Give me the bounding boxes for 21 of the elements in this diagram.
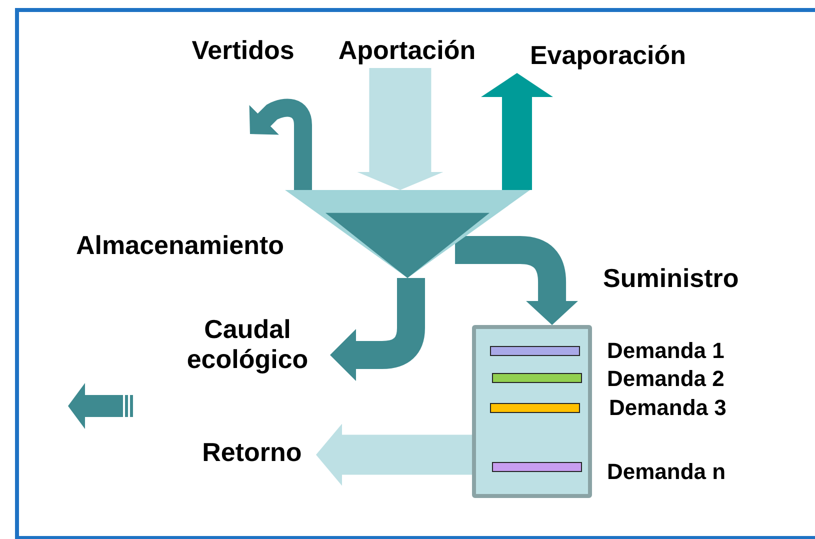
demand-bar	[490, 346, 580, 356]
funnel-drawing	[285, 190, 530, 278]
storage-label: Almacenamiento	[76, 231, 284, 261]
demand-label: Demanda 2	[607, 366, 724, 392]
flow-label: Vertidos	[178, 36, 308, 66]
flow-label: Retorno	[188, 438, 316, 468]
demand-panel	[472, 325, 592, 498]
flow-arrow	[316, 424, 472, 486]
flow-label: Aportación	[322, 36, 492, 66]
flow-arrow	[455, 236, 578, 325]
demand-label: Demanda 3	[609, 395, 726, 420]
demand-label: Demanda 1	[607, 338, 724, 364]
edge-label: Suministro	[603, 264, 739, 294]
demand-bar	[492, 373, 582, 383]
flow-label: Evaporación	[510, 41, 706, 71]
demand-bar	[492, 462, 582, 472]
demand-label: Demanda n	[607, 459, 726, 484]
flow-arrow	[357, 68, 444, 190]
flow-arrow	[481, 73, 553, 190]
flow-label: Caudal ecológico	[165, 315, 330, 375]
demand-bar	[490, 403, 580, 413]
